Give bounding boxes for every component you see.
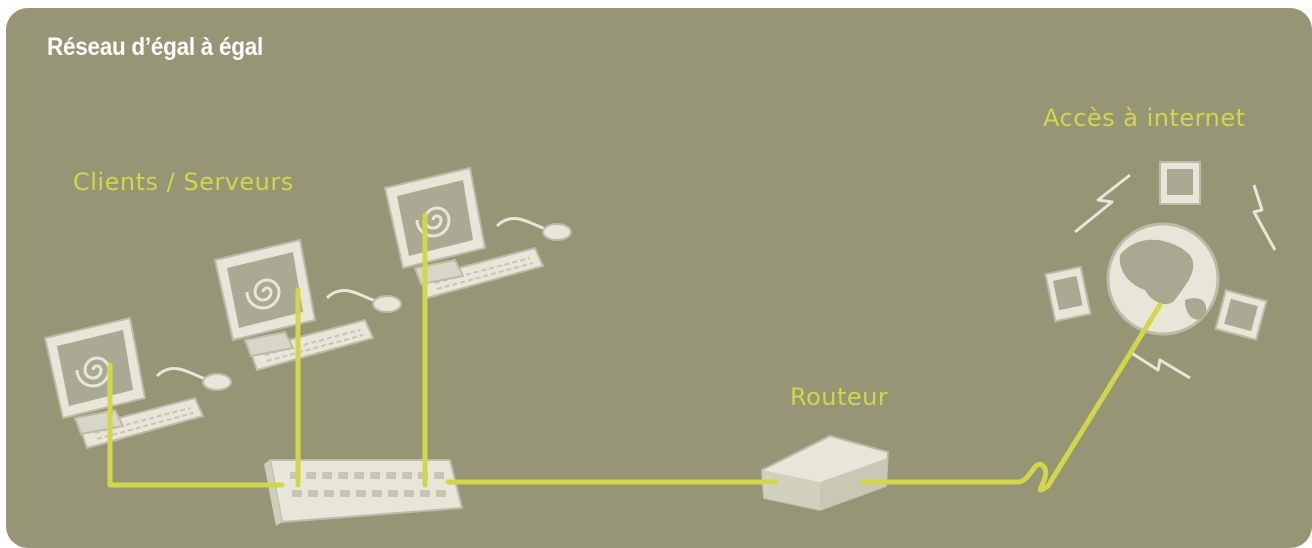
computer-icon	[385, 168, 571, 298]
router-icon	[762, 436, 888, 510]
hub-icon	[264, 460, 462, 526]
computer-icon	[45, 318, 231, 448]
computer-icon	[215, 240, 401, 370]
cable-router-internet	[862, 305, 1160, 490]
